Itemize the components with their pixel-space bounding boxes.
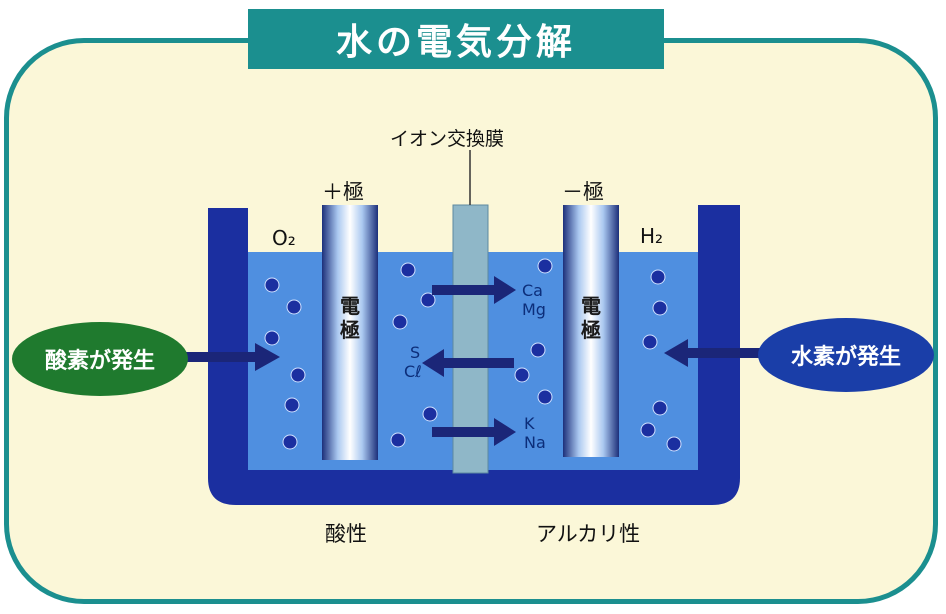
electrode-char: 電	[581, 294, 601, 318]
hydrogen-bubbles	[640, 269, 682, 452]
oxygen-gas-label: O₂	[272, 226, 296, 250]
middle-bubbles-right	[514, 258, 553, 405]
ion-arrow-right-top	[432, 276, 516, 304]
electrode-char: 電	[340, 294, 360, 318]
electrode-char: 極	[581, 318, 601, 342]
anode-label: ＋極	[322, 180, 364, 204]
tank	[208, 205, 740, 505]
ion-arrow-right-bottom	[432, 418, 516, 446]
hydrogen-arrow	[664, 339, 768, 367]
middle-bubbles-left	[390, 262, 438, 448]
membrane-label: イオン交換膜	[390, 128, 505, 150]
ion-label-na: Na	[524, 433, 546, 452]
cathode-label: －極	[562, 180, 604, 204]
alkaline-label: アルカリ性	[536, 522, 641, 546]
diagram-title: 水の電気分解	[248, 9, 664, 69]
cathode-electrode	[563, 205, 619, 457]
ion-label-k: K	[524, 414, 535, 433]
cathode-electrode-text: 電極	[578, 294, 604, 342]
oxygen-generated-badge: 酸素が発生	[12, 322, 188, 396]
hydrogen-generated-badge: 水素が発生	[758, 318, 934, 392]
anode-electrode-text: 電極	[337, 294, 363, 342]
ion-label-cl: Cℓ	[404, 362, 422, 381]
hydrogen-gas-label: H₂	[640, 224, 664, 248]
ion-label-mg: Mg	[522, 300, 546, 319]
ion-arrow-left-mid	[422, 349, 514, 377]
acidic-label: 酸性	[325, 522, 367, 546]
ion-label-ca: Ca	[522, 281, 543, 300]
electrode-char: 極	[340, 318, 360, 342]
oxygen-bubbles	[264, 277, 306, 450]
ion-label-s: S	[410, 343, 421, 362]
oxygen-arrow	[185, 343, 280, 371]
anode-electrode	[322, 205, 378, 460]
